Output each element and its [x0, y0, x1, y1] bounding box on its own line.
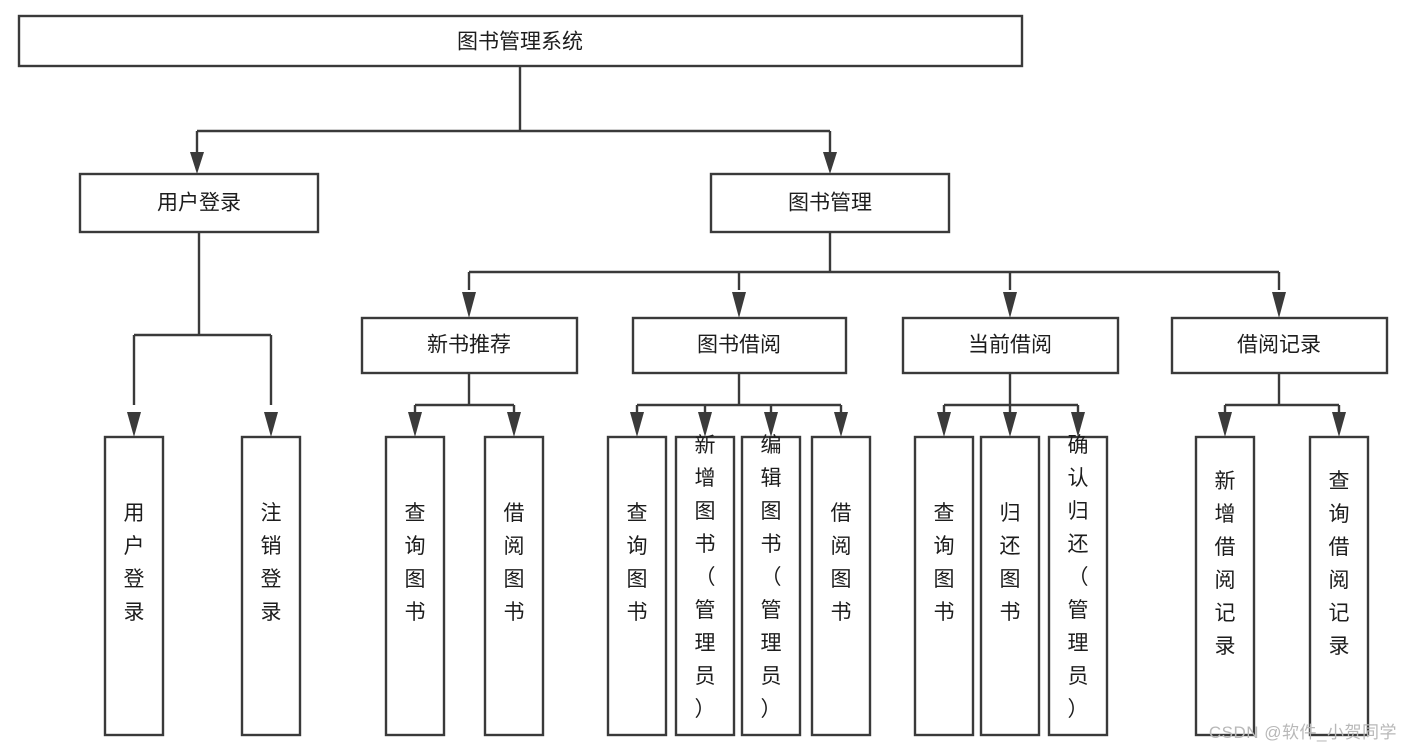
- connector-group-root: [190, 66, 837, 174]
- node-user-login-box[interactable]: [78, 172, 320, 234]
- node-borrow-record-label: 借阅记录: [1237, 334, 1321, 357]
- leaf-borrowrecord-add-box[interactable]: [1194, 435, 1256, 737]
- leaf-currentborrow-confirm-label: 确认归还（管理员）: [1068, 434, 1089, 721]
- leaf-bookborrow-add-label: 新增图书（管理员）: [695, 434, 716, 721]
- connector-group-newbook: [408, 373, 521, 437]
- node-book-management-label: 图书管理: [788, 192, 872, 215]
- leaf-node[interactable]: 新增图书（管理员）: [674, 434, 736, 737]
- arrow-head-leaf-borrowrecord-1: [1218, 412, 1232, 437]
- leaf-node[interactable]: 查询图书: [384, 435, 446, 737]
- leaf-bookborrow-borrow-label: 借阅图书: [831, 502, 852, 624]
- leaf-node[interactable]: 新增借阅记录: [1194, 435, 1256, 737]
- leaf-newbook-query-box[interactable]: [384, 435, 446, 737]
- node-new-book-recommend[interactable]: 新书推荐: [360, 316, 579, 375]
- node-borrow-record[interactable]: 借阅记录: [1170, 316, 1389, 375]
- arrow-head-leaf-user-login-1: [127, 412, 141, 437]
- leaf-bookborrow-edit-label: 编辑图书（管理员）: [761, 434, 782, 721]
- leaf-node[interactable]: 查询借阅记录: [1308, 435, 1370, 737]
- leaf-currentborrow-confirm-box[interactable]: [1047, 435, 1109, 737]
- arrow-head-leaf-borrowrecord-2: [1332, 412, 1346, 437]
- arrow-head-bookmgmt: [823, 152, 837, 174]
- connector-group-borrowrecord: [1218, 373, 1346, 437]
- leaf-currentborrow-return-label: 归还图书: [1000, 502, 1021, 624]
- leaf-node[interactable]: 查询图书: [913, 435, 975, 737]
- arrow-head-leaf-currentborrow-2: [1003, 412, 1017, 437]
- arrow-head-leaf-bookborrow-2: [698, 412, 712, 437]
- node-book-borrow-label: 图书借阅: [697, 334, 781, 357]
- arrow-head-leaf-newbook-2: [507, 412, 521, 437]
- arrow-head-leaf-currentborrow-1: [937, 412, 951, 437]
- leaf-node[interactable]: 用户登录: [103, 435, 165, 737]
- leaf-user-login-box[interactable]: [103, 435, 165, 737]
- leaf-bookborrow-query-label: 查询图书: [627, 502, 648, 624]
- connector-group-bookmgmt: [462, 232, 1286, 318]
- node-user-login-label: 用户登录: [157, 192, 241, 215]
- leaf-node[interactable]: 查询图书: [606, 435, 668, 737]
- node-book-borrow-box[interactable]: [631, 316, 848, 375]
- arrow-head-userlogin: [190, 152, 204, 174]
- leaf-node[interactable]: 借阅图书: [810, 435, 872, 737]
- leaf-newbook-borrow-label: 借阅图书: [504, 502, 525, 624]
- arrow-head-current-borrow: [1003, 292, 1017, 318]
- leaf-bookborrow-add-box[interactable]: [674, 435, 736, 737]
- arrow-head-leaf-newbook-1: [408, 412, 422, 437]
- leaf-node[interactable]: 确认归还（管理员）: [1047, 434, 1109, 737]
- node-user-login[interactable]: 用户登录: [78, 172, 320, 234]
- arrow-head-leaf-bookborrow-4: [834, 412, 848, 437]
- leaf-node[interactable]: 归还图书: [979, 435, 1041, 737]
- node-root[interactable]: 图书管理系统: [17, 14, 1024, 68]
- connector-group-bookborrow: [630, 373, 848, 437]
- leaf-newbook-query-label: 查询图书: [405, 502, 426, 624]
- node-book-management[interactable]: 图书管理: [709, 172, 951, 234]
- arrow-head-borrow-record: [1272, 292, 1286, 318]
- node-current-borrow-box[interactable]: [901, 316, 1120, 375]
- leaf-borrowrecord-query-label: 查询借阅记录: [1329, 470, 1350, 658]
- connector-group-userlogin: [127, 232, 278, 437]
- leaf-borrowrecord-query-box[interactable]: [1308, 435, 1370, 737]
- leaf-borrowrecord-add-label: 新增借阅记录: [1215, 470, 1236, 658]
- node-borrow-record-box[interactable]: [1170, 316, 1389, 375]
- arrow-head-book-borrow: [732, 292, 746, 318]
- arrow-head-leaf-currentborrow-3: [1071, 412, 1085, 437]
- leaf-node[interactable]: 注销登录: [240, 435, 302, 737]
- leaf-currentborrow-return-box[interactable]: [979, 435, 1041, 737]
- leaf-logout-box[interactable]: [240, 435, 302, 737]
- leaf-node[interactable]: 借阅图书: [483, 435, 545, 737]
- arrow-head-leaf-user-login-2: [264, 412, 278, 437]
- connector-group-currentborrow: [937, 373, 1085, 437]
- arrow-head-new-book: [462, 292, 476, 318]
- leaf-newbook-borrow-box[interactable]: [483, 435, 545, 737]
- leaf-logout-label: 注销登录: [261, 502, 282, 624]
- node-root-label: 图书管理系统: [457, 31, 583, 54]
- node-book-borrow[interactable]: 图书借阅: [631, 316, 848, 375]
- leaf-node[interactable]: 编辑图书（管理员）: [740, 434, 802, 737]
- node-current-borrow-label: 当前借阅: [968, 334, 1052, 357]
- leaf-bookborrow-query-box[interactable]: [606, 435, 668, 737]
- node-new-book-recommend-label: 新书推荐: [427, 334, 511, 357]
- leaf-bookborrow-edit-box[interactable]: [740, 435, 802, 737]
- arrow-head-leaf-bookborrow-3: [764, 412, 778, 437]
- leaf-currentborrow-query-box[interactable]: [913, 435, 975, 737]
- leaf-bookborrow-borrow-box[interactable]: [810, 435, 872, 737]
- leaf-currentborrow-query-label: 查询图书: [934, 502, 955, 624]
- node-root-box[interactable]: [17, 14, 1024, 68]
- node-new-book-recommend-box[interactable]: [360, 316, 579, 375]
- leaf-user-login-label: 用户登录: [124, 502, 145, 624]
- node-book-management-box[interactable]: [709, 172, 951, 234]
- arrow-head-leaf-bookborrow-1: [630, 412, 644, 437]
- node-current-borrow[interactable]: 当前借阅: [901, 316, 1120, 375]
